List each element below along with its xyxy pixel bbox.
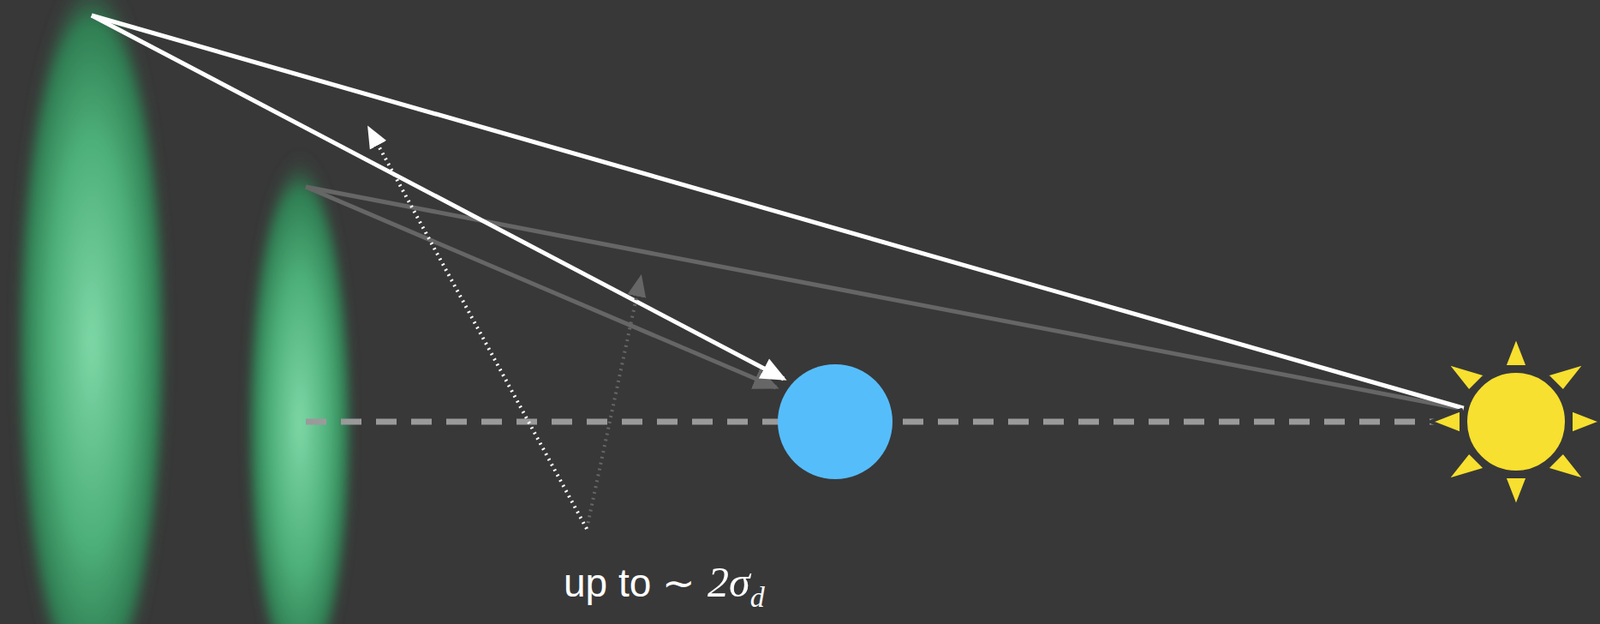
- math-symbol: 2σ: [707, 557, 751, 606]
- label-text: up to ∼: [563, 560, 696, 605]
- math-subscript: d: [750, 580, 765, 613]
- far-ray: [91, 15, 1469, 410]
- far-ray: [91, 15, 784, 379]
- near-cloud: [244, 149, 355, 624]
- deflection-arrow: [586, 277, 641, 529]
- sun-symbol: [1430, 335, 1600, 508]
- near-ray: [305, 186, 777, 388]
- deflection-arrow: [369, 128, 587, 529]
- earth-circle: [777, 364, 893, 479]
- deflection-label: up to ∼2σd: [563, 556, 765, 614]
- far-cloud: [12, 0, 171, 624]
